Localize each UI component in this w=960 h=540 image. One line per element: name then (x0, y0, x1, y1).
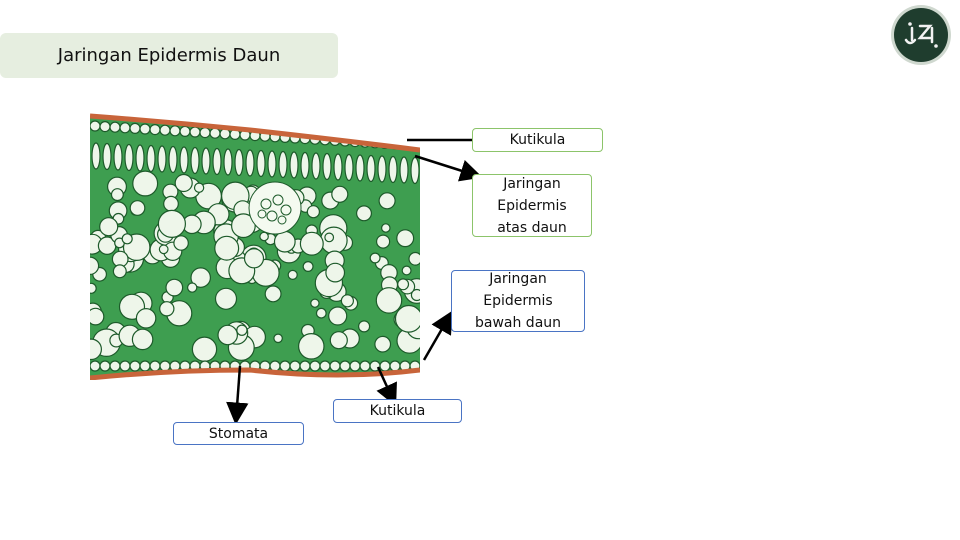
label-kutikula-top: Kutikula (472, 128, 603, 152)
page-title: Jaringan Epidermis Daun (0, 33, 338, 78)
label-epidermis-bawah: Jaringan Epidermis bawah daun (451, 270, 585, 332)
brand-logo-icon (891, 5, 951, 65)
arrow-epidermis-atas (414, 154, 483, 182)
label-kutikula-bottom: Kutikula (333, 399, 462, 423)
leaf-cross-section-image (90, 113, 420, 380)
arrow-epidermis-bawah (422, 310, 453, 361)
label-stomata: Stomata (173, 422, 304, 445)
label-epidermis-atas: Jaringan Epidermis atas daun (472, 174, 592, 237)
